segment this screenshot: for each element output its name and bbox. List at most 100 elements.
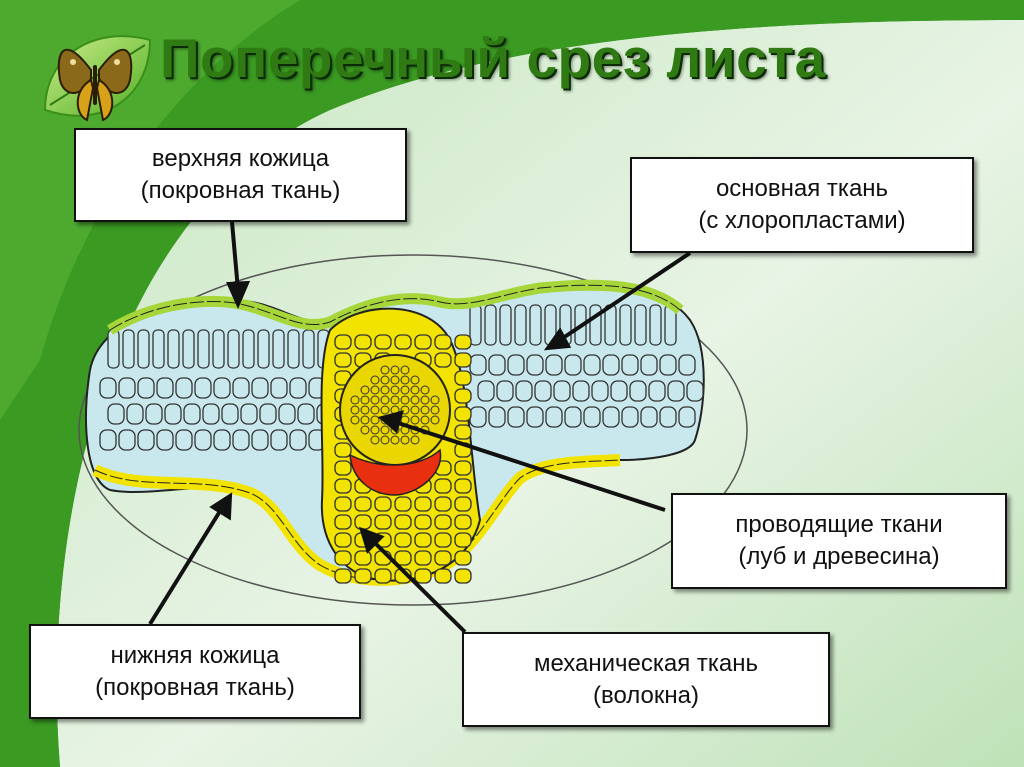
phloem-region [349, 448, 442, 496]
xylem-cell [380, 395, 390, 405]
cell [99, 377, 117, 399]
xylem-cell [360, 385, 370, 395]
xylem-cell [370, 425, 380, 435]
xylem-cell [370, 375, 380, 385]
cell [434, 334, 452, 350]
xylem-cell [370, 415, 380, 425]
cell [454, 514, 472, 530]
cell [175, 377, 193, 399]
cell [434, 478, 452, 494]
cell [454, 478, 472, 494]
cell [334, 550, 352, 566]
arrow-mechanical [370, 538, 467, 634]
cell [270, 429, 288, 451]
label-ground-tissue-line1: основная ткань [715, 175, 889, 202]
cell [583, 354, 601, 376]
cell [507, 354, 525, 376]
cell [183, 403, 201, 425]
xylem-cell [380, 425, 390, 435]
cell [610, 380, 628, 402]
xylem-cell [410, 395, 420, 405]
xylem-cell [350, 405, 360, 415]
cell [137, 429, 155, 451]
xylem-cell [410, 385, 420, 395]
cell [297, 403, 315, 425]
cell [564, 354, 582, 376]
cell [289, 429, 307, 451]
cell [137, 377, 155, 399]
cell [469, 304, 482, 346]
cell [659, 406, 677, 428]
cell [678, 406, 696, 428]
cell [126, 403, 144, 425]
cell [227, 329, 240, 369]
xylem-cell [410, 405, 420, 415]
cell [152, 329, 165, 369]
cell [454, 388, 472, 404]
cell [659, 354, 677, 376]
cell [394, 496, 412, 512]
arrow-head-upper [225, 280, 251, 309]
cell [107, 403, 125, 425]
cell [354, 568, 372, 584]
cell [257, 329, 270, 369]
cell [270, 377, 288, 399]
butterfly-icon [57, 48, 133, 122]
cell [374, 514, 392, 530]
cell [240, 403, 258, 425]
arrow-upper-epidermis [230, 221, 240, 291]
xylem-cell [400, 385, 410, 395]
xylem-cell [380, 385, 390, 395]
label-upper-epidermis-line2: (покровная ткань) [140, 177, 341, 204]
xylem-cell [430, 395, 440, 405]
cell [454, 496, 472, 512]
cell [99, 429, 117, 451]
cell [278, 403, 296, 425]
cell [469, 354, 487, 376]
cell [414, 550, 432, 566]
xylem-cell [350, 415, 360, 425]
arrow-head-ground [543, 327, 572, 351]
cell [454, 352, 472, 368]
xylem-cell [390, 435, 400, 445]
cell [259, 403, 277, 425]
xylem-cell [410, 375, 420, 385]
xylem-cell [360, 395, 370, 405]
xylem-cell [350, 395, 360, 405]
xylem-cell [370, 435, 380, 445]
cell [374, 334, 392, 350]
cell [107, 329, 120, 369]
cell [213, 429, 231, 451]
cell [602, 354, 620, 376]
label-ground-tissue: основная ткань (с хлоропластами) [630, 157, 974, 253]
cell [649, 304, 662, 346]
xylem-cell [400, 375, 410, 385]
cell [145, 403, 163, 425]
cell [251, 429, 269, 451]
cell [434, 514, 452, 530]
xylem-cell [400, 395, 410, 405]
cell [394, 550, 412, 566]
slide-title: Поперечный срез листа [160, 27, 826, 89]
xylem-cell [390, 385, 400, 395]
cell [553, 380, 571, 402]
label-mechanical-tissue-line2: (волокна) [592, 681, 699, 709]
cell [434, 550, 452, 566]
cell [354, 514, 372, 530]
cell [232, 377, 250, 399]
cell [434, 352, 452, 368]
cell [414, 496, 432, 512]
xylem-cell [360, 415, 370, 425]
arrow-head-vascular [377, 410, 404, 434]
xylem-cell [420, 385, 430, 395]
arrow-vascular [394, 420, 666, 512]
cell [454, 334, 472, 350]
cell [334, 568, 352, 584]
arrow-head-lower [209, 492, 233, 521]
cell [589, 304, 602, 346]
cell [678, 354, 696, 376]
cell [394, 532, 412, 548]
cell [602, 406, 620, 428]
cell [434, 496, 452, 512]
